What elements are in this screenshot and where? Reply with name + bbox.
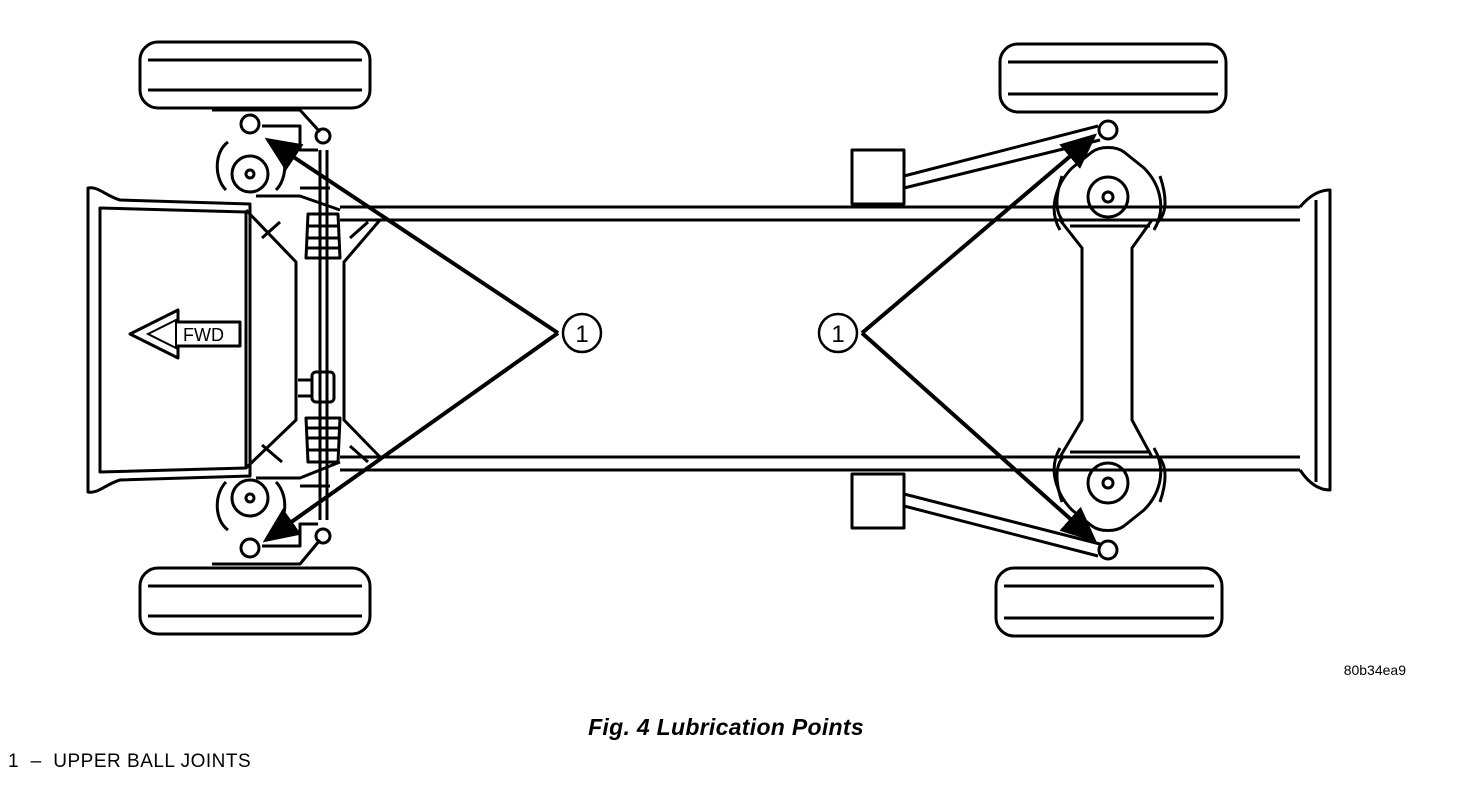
callout-left-number: 1 [575,321,588,348]
leader-arrow-rear-left [860,133,1098,335]
callout-left: 1 [561,312,603,354]
figure-caption: Fig. 4 Lubrication Points [588,714,864,740]
leader-arrow-front-right [262,331,560,543]
rear-right-tire [994,566,1224,638]
rear-left-hub [1086,119,1130,219]
steering-linkage [298,150,342,520]
callout-right-number: 1 [831,321,844,348]
leader-arrow-rear-right [860,331,1097,543]
callout-right: 1 [817,312,859,354]
legend-item: 1 – UPPER BALL JOINTS [8,751,251,773]
leader-arrows [262,133,1098,543]
front-left-tire [138,40,372,110]
fwd-arrow: FWD [128,308,242,360]
legend-number: 1 [8,751,20,772]
front-crossmember [244,208,382,470]
rear-right-hub [1086,461,1130,561]
rear-left-tire [998,42,1228,114]
legend-dash: – [30,751,42,772]
frame-rails [340,188,1332,492]
figure-image-code: 80b34ea9 [1343,662,1406,678]
legend-text: UPPER BALL JOINTS [53,751,252,772]
rear-crossmember [1052,146,1167,532]
front-right-tire [138,566,372,636]
leader-arrow-front-left [264,137,560,335]
fwd-label: FWD [183,325,224,345]
rear-brackets [850,124,1101,558]
